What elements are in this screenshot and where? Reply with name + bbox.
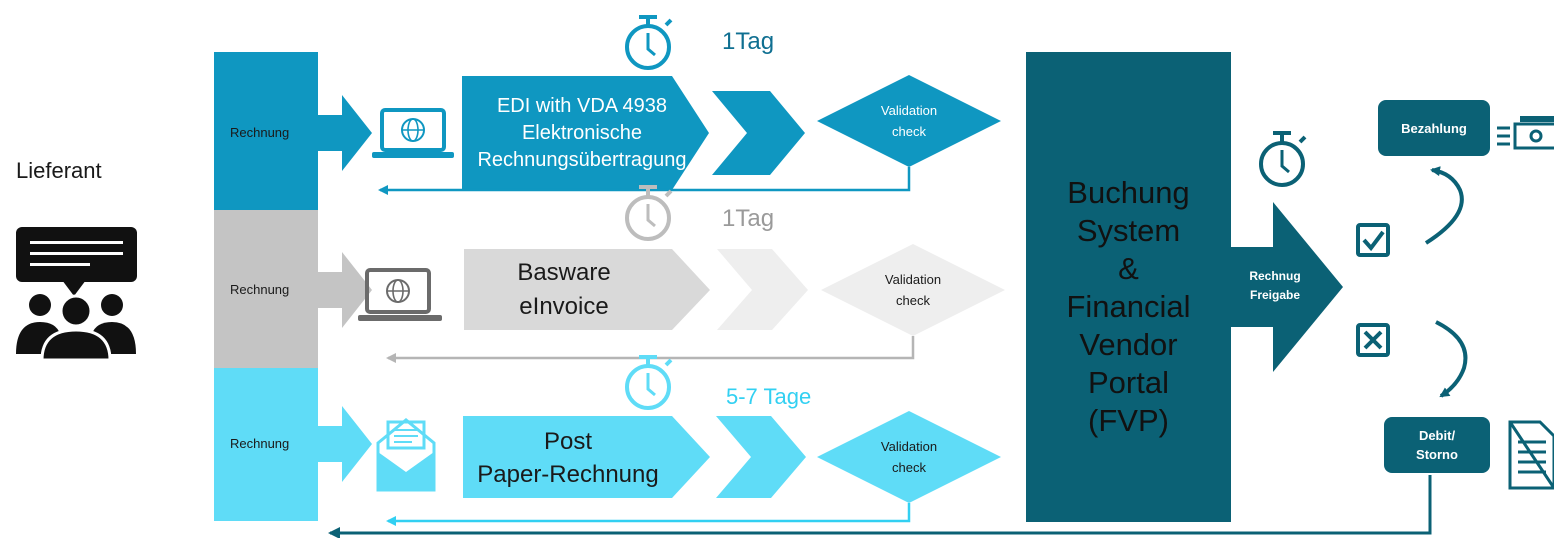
- chevron-post: [716, 416, 806, 498]
- stopwatch-icon: [1259, 131, 1307, 187]
- stopwatch-icon: [625, 185, 673, 241]
- validation-line: Validation: [880, 439, 938, 454]
- duration-basware: 1Tag: [722, 205, 775, 232]
- validation-text-edi: Validation check: [849, 98, 969, 144]
- supplier-label: Lieferant: [16, 158, 102, 183]
- system-line: &: [1118, 251, 1139, 286]
- chevron-edi: [712, 91, 805, 175]
- checkbox-x-icon: [1356, 323, 1390, 357]
- system-line: Vendor: [1079, 327, 1178, 362]
- release-text: Rechnug Freigabe: [1240, 266, 1310, 306]
- validation-diamond-edi: [817, 75, 1001, 167]
- validation-text-post: Validation check: [849, 434, 969, 480]
- curve-arrow-up: [1424, 166, 1464, 245]
- process-line: Rechnungsübertragung: [477, 148, 687, 171]
- return-line-post: [386, 503, 911, 526]
- system-line: System: [1076, 213, 1181, 248]
- return-line-basware: [386, 336, 915, 363]
- duration-post: 5-7 Tage: [726, 384, 812, 409]
- validation-diamond-post: [817, 411, 1001, 503]
- lane-arrow-basware: [318, 252, 372, 328]
- process-box-basware: [464, 249, 710, 330]
- validation-line: Validation: [884, 272, 942, 287]
- curve-arrow-down: [1435, 320, 1468, 398]
- debit-box: [1384, 417, 1490, 473]
- duration-edi: 1Tag: [722, 28, 775, 55]
- system-line: Financial: [1066, 289, 1191, 324]
- chevron-basware: [717, 249, 808, 330]
- process-line: Elektronische: [521, 121, 643, 144]
- debit-line: Storno: [1416, 447, 1458, 462]
- lane-arrow-post: [318, 406, 372, 482]
- validation-line: check: [896, 293, 930, 308]
- system-line: (FVP): [1088, 403, 1169, 438]
- process-box-post: [463, 416, 710, 498]
- system-line: Buchung: [1067, 175, 1190, 210]
- lane-label-post: Rechnung: [230, 436, 290, 451]
- stopwatch-icon: [625, 355, 673, 410]
- validation-line: Validation: [880, 103, 938, 118]
- payment-label: Bezahlung: [1401, 120, 1467, 136]
- validation-line: check: [892, 460, 926, 475]
- lane-arrow-edi: [318, 95, 372, 171]
- lane-label-edi: Rechnung: [230, 125, 290, 140]
- release-arrow: [1231, 202, 1343, 372]
- payment-box: [1378, 100, 1490, 156]
- process-text-edi: EDI with VDA 4938 Elektronische Rechnung…: [462, 78, 702, 188]
- process-line: eInvoice: [519, 293, 609, 320]
- return-line-storno: [328, 475, 1432, 538]
- envelope-letter-icon: [376, 418, 436, 492]
- system-line: Portal: [1088, 365, 1169, 400]
- cash-icon: [1497, 116, 1554, 150]
- laptop-globe-icon: [372, 108, 454, 158]
- system-text: Buchung System & Financial Vendor Portal…: [1026, 152, 1231, 462]
- checkbox-check-icon: [1356, 223, 1390, 257]
- lane-bar-post: [214, 368, 318, 521]
- stopwatch-icon: [625, 15, 673, 70]
- laptop-globe-icon: [358, 268, 442, 321]
- lane-label-basware: Rechnung: [230, 282, 290, 297]
- return-line-edi: [378, 167, 911, 195]
- validation-line: check: [892, 124, 926, 139]
- process-line: Post: [543, 428, 593, 455]
- lane-bar-edi: [214, 52, 318, 210]
- release-line: Rechnug: [1249, 269, 1301, 283]
- validation-diamond-basware: [821, 244, 1005, 336]
- process-box-edi: [462, 76, 709, 190]
- process-line: EDI with VDA 4938: [496, 94, 668, 117]
- lane-bar-basware: [214, 210, 318, 368]
- system-box: [1026, 52, 1231, 522]
- process-line: Paper-Rechnung: [477, 461, 659, 488]
- debit-line: Debit/: [1418, 428, 1456, 443]
- document-cancel-icon: [1508, 420, 1554, 490]
- supplier-group-icon: [16, 227, 137, 362]
- release-line: Freigabe: [1249, 288, 1300, 302]
- process-line: Basware: [517, 259, 611, 286]
- process-text-basware: Basware eInvoice: [464, 250, 664, 330]
- debit-label: Debit/ Storno: [1384, 417, 1490, 473]
- validation-text-basware: Validation check: [853, 267, 973, 313]
- process-text-post: Post Paper-Rechnung: [463, 418, 673, 498]
